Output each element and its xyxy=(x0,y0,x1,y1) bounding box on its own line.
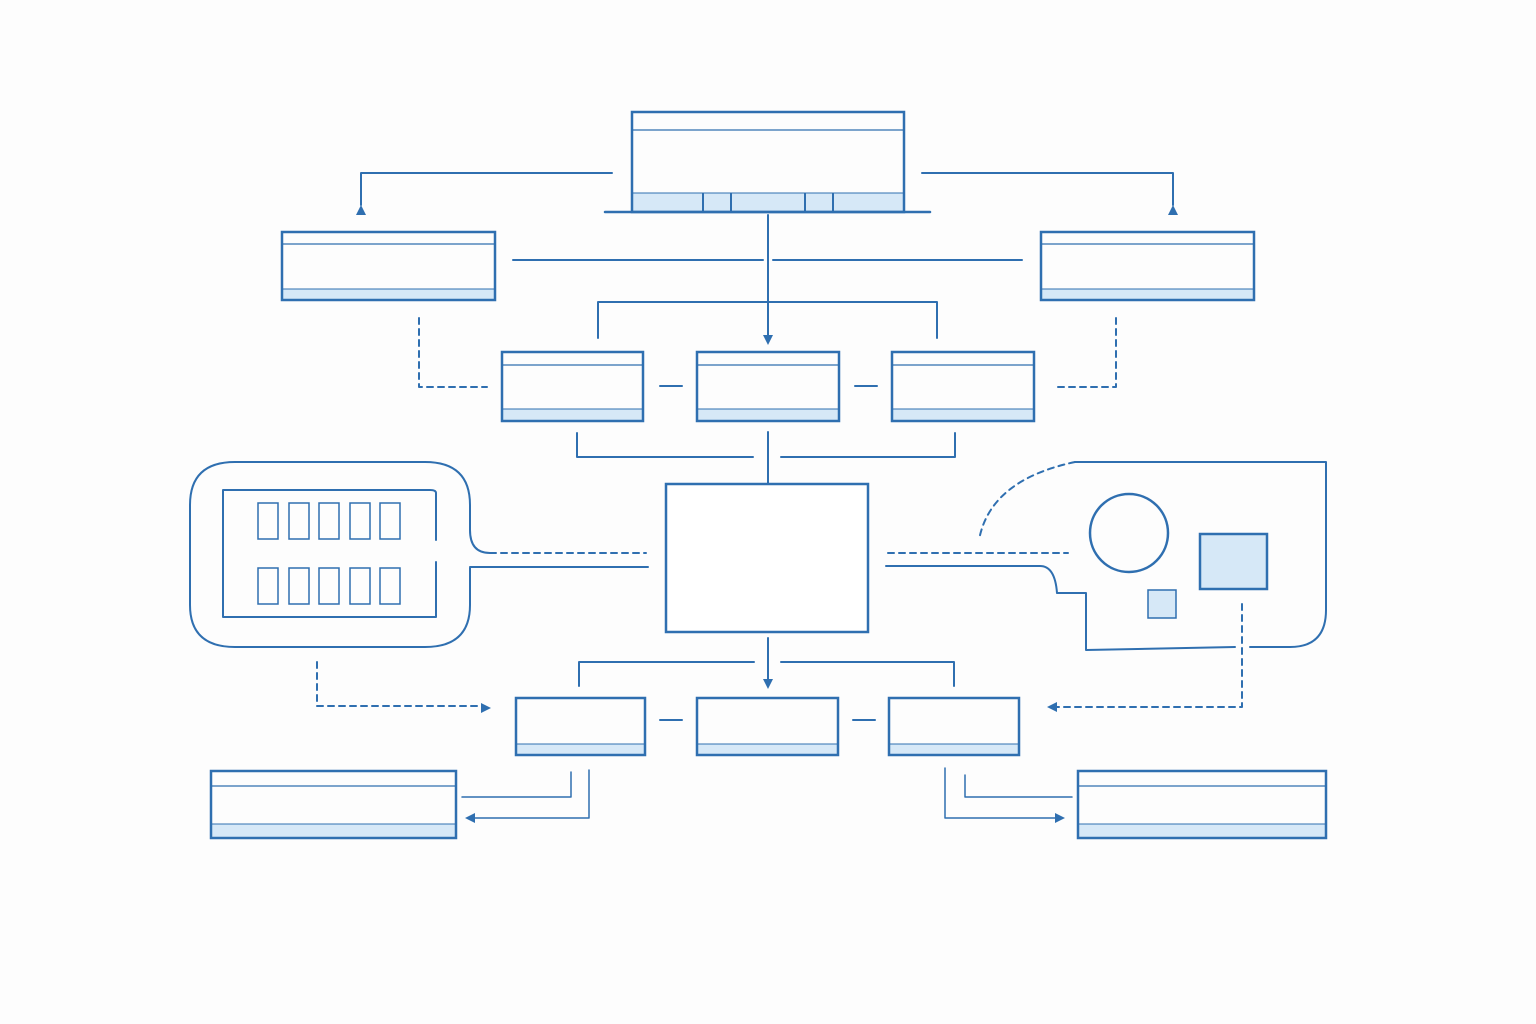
slot-cell xyxy=(349,567,371,605)
dashed-right-feed xyxy=(1052,317,1117,388)
bracket-low-right xyxy=(780,661,955,687)
box-outline xyxy=(209,769,458,840)
bracket-low-left xyxy=(578,661,755,687)
mid-node-3 xyxy=(890,350,1036,423)
branch-left xyxy=(360,172,613,206)
box-footer-strip xyxy=(632,193,904,212)
left-container-bottom xyxy=(189,461,471,648)
connector-bl-1 xyxy=(461,771,572,798)
box-outline xyxy=(1076,769,1328,840)
bracket-mid-right xyxy=(780,432,956,458)
box-outline xyxy=(514,696,647,757)
root-node xyxy=(630,110,906,214)
slot-cell xyxy=(288,567,310,605)
branch-right xyxy=(921,172,1174,206)
bracket-top xyxy=(597,301,938,339)
connector-bl-2 xyxy=(473,769,590,819)
arrow-up-icon xyxy=(356,205,366,215)
slot-cell xyxy=(379,567,401,605)
box-footer-strip xyxy=(211,824,456,838)
box-outline xyxy=(890,350,1036,423)
box-outline xyxy=(1039,230,1256,302)
box-footer-strip xyxy=(892,409,1034,421)
box-footer-strip xyxy=(697,409,839,421)
box-footer-strip xyxy=(282,289,495,300)
box-footer-strip xyxy=(697,744,838,755)
box-outline xyxy=(500,350,645,423)
center-node xyxy=(664,482,870,634)
slot-cell xyxy=(318,502,340,540)
low-node-3 xyxy=(887,696,1021,757)
bottom-right-node xyxy=(1076,769,1328,840)
arrow-down-icon xyxy=(763,335,773,345)
box-outline xyxy=(695,696,840,757)
box-footer-strip xyxy=(502,409,643,421)
mid-node-2 xyxy=(695,350,841,423)
connector-br-1 xyxy=(964,774,1073,798)
slot-cell xyxy=(379,502,401,540)
left-container-top xyxy=(234,461,491,554)
upper-left-node xyxy=(280,230,497,302)
slot-cell xyxy=(349,502,371,540)
small-square-shape xyxy=(1147,589,1177,619)
dashed-left-lower xyxy=(316,661,483,707)
left-inner-panel xyxy=(222,489,437,618)
slot-cell xyxy=(257,502,279,540)
low-node-2 xyxy=(695,696,840,757)
box-footer-strip xyxy=(1078,824,1326,838)
bracket-mid-left xyxy=(576,432,754,458)
slot-cell xyxy=(288,502,310,540)
circle-shape xyxy=(1088,492,1170,574)
box-outline xyxy=(280,230,497,302)
square-shape xyxy=(1198,532,1269,591)
dashed-curve-right xyxy=(978,461,1076,541)
dashed-right-lower xyxy=(1055,603,1243,708)
upper-right-node xyxy=(1039,230,1256,302)
right-container-top xyxy=(1074,461,1327,648)
connector-br-2 xyxy=(944,767,1057,819)
dashed-left-feed xyxy=(418,317,488,388)
arrow-right-icon xyxy=(481,703,491,713)
arrow-left-icon xyxy=(1047,702,1057,712)
arrow-left-icon xyxy=(465,813,475,823)
slot-cell xyxy=(318,567,340,605)
box-outline xyxy=(887,696,1021,757)
right-container-bottom xyxy=(885,565,1236,651)
box-footer-strip xyxy=(889,744,1019,755)
arrow-up-icon xyxy=(1168,205,1178,215)
bottom-left-node xyxy=(209,769,458,840)
arrow-down-icon xyxy=(763,679,773,689)
arrow-right-icon xyxy=(1055,813,1065,823)
slot-cell xyxy=(257,567,279,605)
box-outline xyxy=(695,350,841,423)
mid-node-1 xyxy=(500,350,645,423)
box-footer-strip xyxy=(516,744,645,755)
box-footer-strip xyxy=(1041,289,1254,300)
low-node-1 xyxy=(514,696,647,757)
